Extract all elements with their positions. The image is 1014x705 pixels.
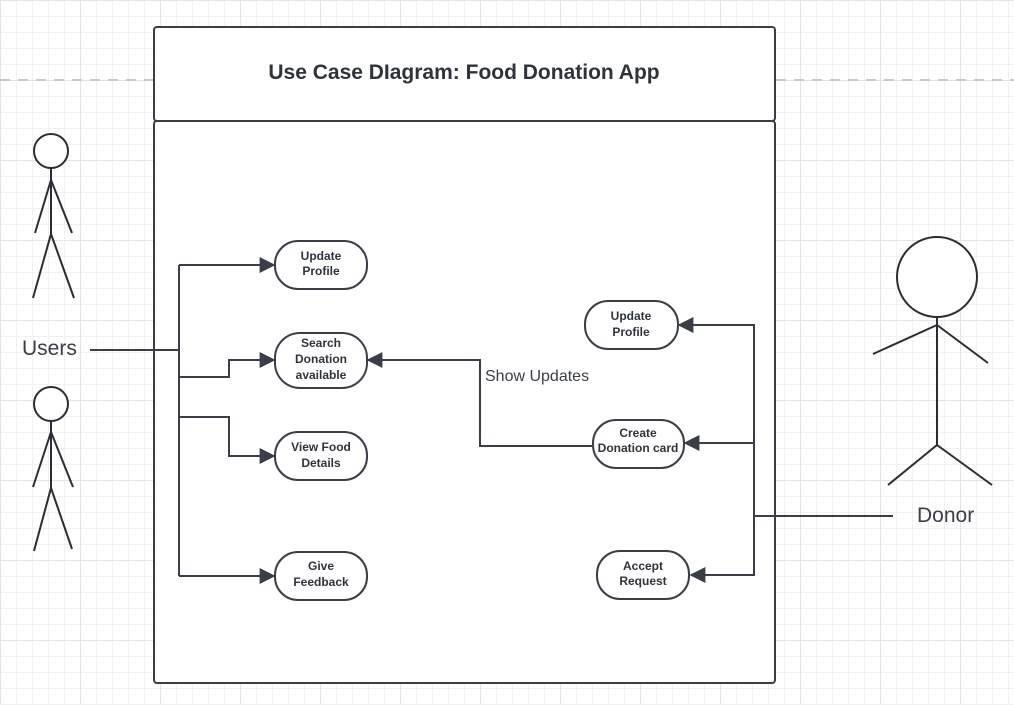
usecase-label-line: Request: [619, 574, 666, 588]
users-actor-top: [32, 133, 75, 299]
usecase-label-line: Create: [619, 426, 657, 440]
usecase-update-profile-users[interactable]: Update Profile: [274, 240, 368, 290]
donor-connectors: [677, 317, 893, 583]
usecase-label-line: Profile: [612, 325, 650, 339]
usecase-label-line: available: [296, 368, 347, 382]
users-connectors: [90, 257, 276, 584]
donor-label: Donor: [917, 504, 974, 527]
usecase-label-line: Search: [301, 336, 341, 350]
usecase-create-donation-card[interactable]: Create Donation card: [592, 419, 685, 469]
diagram-title: Use Case DIagram: Food Donation App: [268, 61, 659, 84]
usecase-view-food-details[interactable]: View Food Details: [274, 431, 368, 481]
show-updates-connector: [366, 352, 592, 447]
users-actor-bottom: [32, 386, 74, 552]
usecase-label-line: Details: [301, 456, 341, 470]
usecase-update-profile-donor[interactable]: Update Profile: [584, 300, 679, 350]
users-label: Users: [22, 337, 77, 360]
show-updates-label: Show Updates: [485, 368, 589, 385]
usecase-label-line: Update: [611, 309, 652, 323]
system-boundary: [153, 120, 776, 684]
usecase-label-line: Feedback: [293, 575, 349, 589]
usecase-label-line: Update: [301, 249, 342, 263]
donor-actor: [872, 236, 993, 486]
usecase-label-line: Accept: [623, 559, 663, 573]
usecase-give-feedback[interactable]: Give Feedback: [274, 551, 368, 601]
usecase-search-donation[interactable]: Search Donation available: [274, 332, 368, 389]
usecase-label-line: Donation: [295, 352, 347, 366]
usecase-label-line: Donation card: [598, 441, 679, 455]
usecase-label-line: Give: [308, 559, 334, 573]
usecase-label-line: Profile: [302, 264, 340, 278]
usecase-label-line: View Food: [291, 440, 351, 454]
usecase-accept-request[interactable]: Accept Request: [596, 550, 690, 600]
